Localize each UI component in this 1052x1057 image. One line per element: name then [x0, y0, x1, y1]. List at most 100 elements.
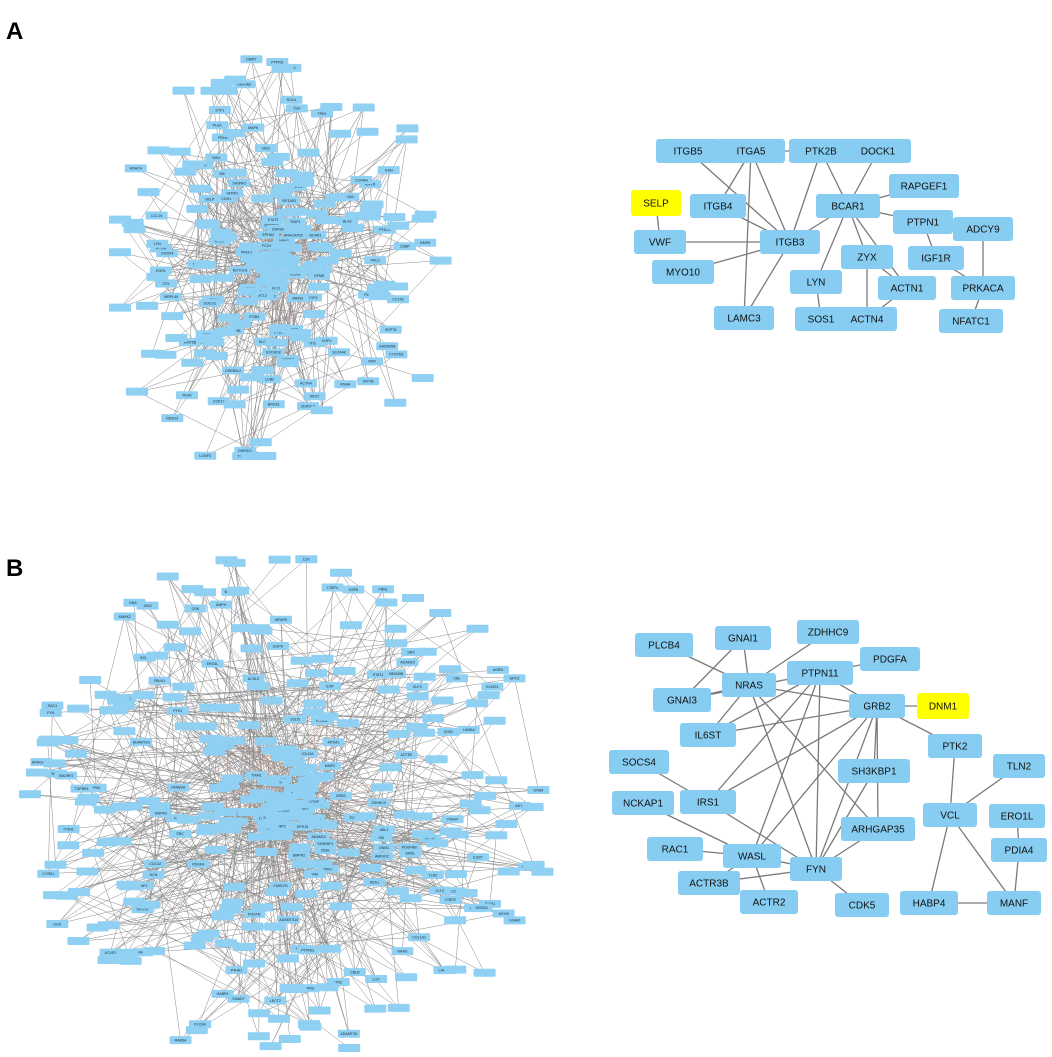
network-node-label: TIAM1: [251, 774, 262, 778]
network-node: [315, 821, 338, 830]
network-node: [299, 1022, 322, 1031]
network-node-label: NID1: [212, 156, 220, 160]
network-node-label: IGF1R: [365, 182, 376, 186]
network-node-label: RAF1: [138, 884, 147, 888]
network-node: LECT2: [264, 996, 287, 1005]
node-label: NRAS: [735, 681, 763, 692]
network-node: [221, 774, 244, 783]
network-node: [217, 703, 240, 712]
node-rapgef1: RAPGEF1: [889, 174, 959, 198]
network-node: [226, 817, 249, 826]
network-node: [307, 242, 330, 251]
network-node: [185, 1026, 208, 1035]
network-node: LTBP4: [321, 583, 344, 592]
network-node-label: GPC3: [510, 677, 520, 681]
network-node: [358, 212, 381, 221]
network-node: [305, 774, 328, 783]
network-node: ACVR1: [99, 948, 122, 957]
network-node-label: CYSTM1: [389, 353, 404, 357]
network-node: CDC42: [144, 859, 167, 868]
network-node: [444, 916, 467, 925]
hub-network-b: PLCB4GNAI1ZDHHC9PDGFAPTPN11NRASGNAI3GRB2…: [609, 620, 1047, 917]
network-node: CCRNA: [350, 176, 373, 184]
network-node-label: MAPK3: [155, 811, 167, 815]
network-node: [67, 704, 90, 713]
network-node-label: TLN2: [428, 873, 437, 877]
network-node: [246, 260, 269, 269]
node-bcar1: BCAR1: [816, 194, 880, 218]
network-node: CCT43: [387, 295, 409, 304]
network-node: MYH9: [492, 909, 515, 918]
network-node: [240, 373, 263, 382]
network-node-label: SMURF2: [59, 774, 74, 778]
network-node: [411, 374, 434, 382]
network-node-label: CLTC: [435, 889, 445, 893]
network-node: [227, 586, 250, 595]
network-node-label: JAK2: [143, 604, 152, 608]
network-node: [68, 887, 91, 896]
network-node: [198, 220, 220, 229]
network-node: [255, 848, 278, 856]
network-node-label: BCL2: [140, 656, 149, 660]
network-node: [477, 691, 500, 700]
network-node: [43, 759, 66, 768]
network-node: [295, 889, 318, 898]
node-label: WASL: [738, 852, 766, 863]
network-node-label: BCAR1: [310, 233, 322, 237]
network-node: [268, 1014, 290, 1023]
network-node: [305, 669, 327, 678]
network-node-label: LAMA4: [463, 728, 475, 732]
network-node: [76, 867, 99, 876]
node-socs4: SOCS4: [609, 750, 669, 774]
network-node: COL4A1: [296, 749, 318, 758]
network-node: [172, 86, 195, 95]
network-node: [82, 848, 105, 857]
network-node: AMIGO2: [370, 852, 393, 861]
network-node: [79, 676, 102, 684]
network-node-label: CCT43: [392, 298, 403, 302]
network-node: [265, 812, 288, 821]
network-node: [181, 358, 204, 367]
node-pdgfa: PDGFA: [860, 647, 920, 671]
node-label: ITGB4: [704, 202, 733, 213]
network-node-label: CMKLR1: [273, 884, 288, 888]
network-node-label: LDB2: [265, 378, 274, 382]
network-node-label: SLCA48: [332, 351, 345, 355]
network-node: [339, 621, 362, 630]
network-node-label: ADAMTS9: [133, 740, 150, 744]
network-node-label: ITSN1: [64, 827, 74, 831]
network-node: [249, 789, 272, 798]
network-node-label: ZYX: [163, 282, 171, 286]
network-node: RDH10: [161, 414, 184, 423]
node-gnai3: GNAI3: [653, 688, 711, 712]
node-label: SELP: [643, 199, 669, 210]
network-node: CLTC: [428, 886, 451, 895]
node-actn4: ACTN4: [837, 307, 897, 331]
network-node: [393, 810, 416, 819]
network-node-label: LTBP2: [445, 898, 456, 902]
network-node: [109, 248, 131, 257]
network-node: [232, 943, 255, 951]
network-node: [439, 665, 461, 674]
network-node: [356, 127, 379, 136]
network-node-label: HDAC4: [130, 167, 142, 171]
network-node: [109, 303, 131, 312]
network-node: [241, 922, 264, 931]
network-node-label: SOS2: [444, 730, 454, 734]
network-node: [289, 225, 312, 233]
network-node: HGS: [46, 920, 69, 928]
node-label: PDGFA: [873, 655, 907, 666]
network-node: [431, 696, 454, 705]
network-node: SH3KBP1: [314, 839, 337, 848]
node-manf: MANF: [987, 891, 1041, 915]
network-node: [342, 224, 364, 233]
network-node: [269, 324, 292, 333]
network-node: [364, 1004, 387, 1013]
network-node-label: ACAN: [290, 273, 300, 277]
network-node: [247, 832, 270, 841]
network-node: [113, 727, 136, 736]
network-node-label: SLC1A1: [259, 340, 272, 344]
network-node-label: ITGB5: [310, 341, 320, 345]
node-label: DOCK1: [861, 147, 896, 158]
network-node-label: GRB2: [336, 794, 346, 798]
